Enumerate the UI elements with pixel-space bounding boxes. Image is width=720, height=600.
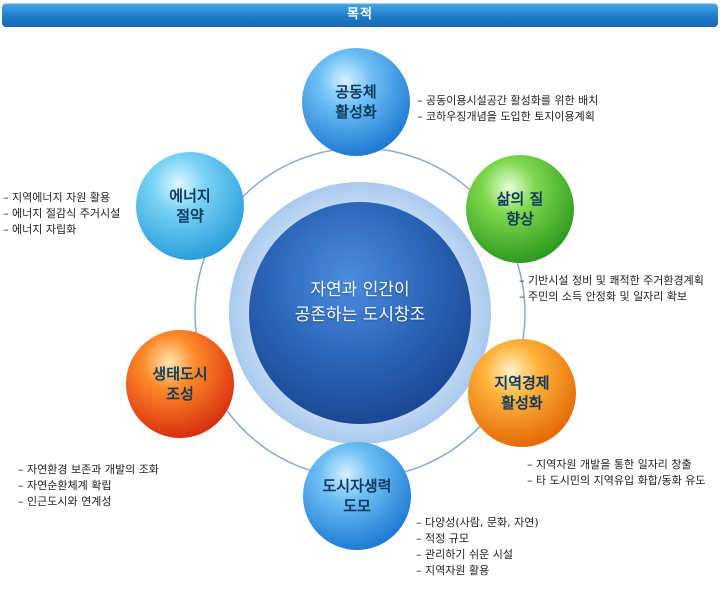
selfsufficiency-circle — [303, 442, 411, 550]
list-item: 에너지 절감식 주거시설 — [3, 206, 120, 222]
quality-bullets: 기반시설 정비 및 쾌적한 주거환경계획 주민의 소득 안정화 및 일자리 확보 — [519, 273, 704, 305]
community-circle — [302, 48, 410, 156]
ecocity-bullets: 자연환경 보존과 개발의 조화 자연순환체계 확립 인근도시와 연계성 — [18, 462, 159, 510]
community-label: 공동체 활성화 — [335, 83, 377, 122]
list-item: 자연환경 보존과 개발의 조화 — [18, 462, 159, 478]
energy-circle — [136, 152, 244, 260]
economy-label: 지역경제 활성화 — [494, 374, 550, 413]
list-item: 지역에너지 자원 활용 — [3, 190, 120, 206]
list-item: 인근도시와 연계성 — [18, 494, 159, 510]
ecocity-label: 생태도시 조성 — [152, 365, 208, 404]
list-item: 코하우징개념을 도입한 토지이용계획 — [417, 109, 598, 125]
list-item: 공동이용시설공간 활성화를 위한 배치 — [417, 93, 598, 109]
quality-circle — [466, 155, 574, 263]
list-item: 에너지 자립화 — [3, 222, 120, 238]
energy-bullets: 지역에너지 자원 활용 에너지 절감식 주거시설 에너지 자립화 — [3, 190, 120, 238]
list-item: 기반시설 정비 및 쾌적한 주거환경계획 — [519, 273, 704, 289]
list-item: 타 도시민의 지역유입 화합/동화 유도 — [527, 473, 706, 489]
selfsufficiency-bullets: 다양성(사람, 문화, 자연) 적정 규모 관리하기 쉬운 시설 지역자원 활용 — [416, 515, 539, 579]
list-item: 관리하기 쉬운 시설 — [416, 547, 539, 563]
community-bullets: 공동이용시설공간 활성화를 위한 배치 코하우징개념을 도입한 토지이용계획 — [417, 93, 598, 125]
purpose-banner: 목적 — [2, 3, 718, 27]
center-label: 자연과 인간이 공존하는 도시창조 — [294, 280, 426, 325]
list-item: 주민의 소득 안정화 및 일자리 확보 — [519, 289, 704, 305]
economy-bullets: 지역자원 개발을 통한 일자리 창출 타 도시민의 지역유입 화합/동화 유도 — [527, 457, 706, 489]
center-circle — [249, 202, 471, 424]
list-item: 지역자원 개발을 통한 일자리 창출 — [527, 457, 706, 473]
list-item: 다양성(사람, 문화, 자연) — [416, 515, 539, 531]
economy-circle — [468, 339, 576, 447]
list-item: 적정 규모 — [416, 531, 539, 547]
quality-label: 삶의 질 향상 — [496, 190, 544, 229]
list-item: 지역자원 활용 — [416, 563, 539, 579]
list-item: 자연순환체계 확립 — [18, 478, 159, 494]
ecocity-circle — [126, 330, 234, 438]
energy-label: 에너지 절약 — [169, 187, 211, 226]
selfsufficiency-label: 도시자생력 도모 — [322, 477, 392, 516]
